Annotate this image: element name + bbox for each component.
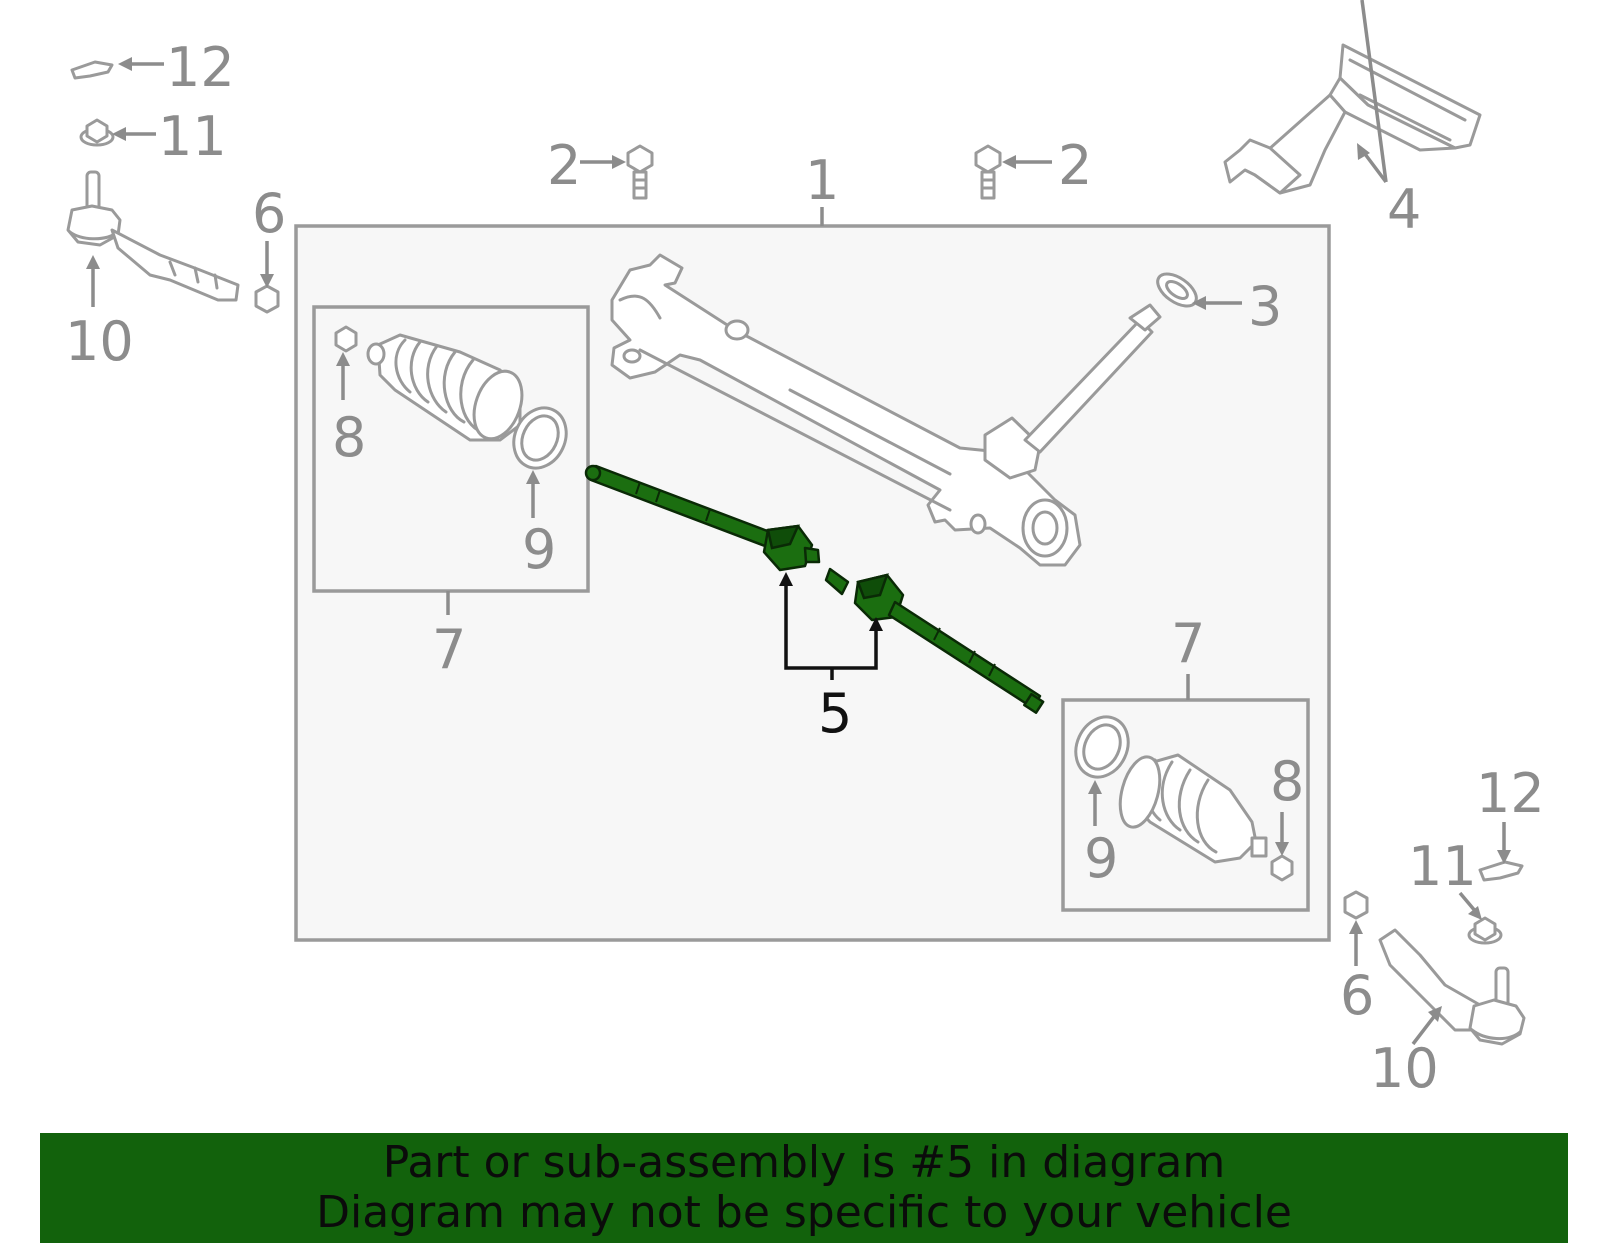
callout-11-left[interactable]: 11 xyxy=(158,105,227,168)
callout-5[interactable]: 5 xyxy=(818,682,852,745)
callout-4[interactable]: 4 xyxy=(1387,178,1421,241)
clamp-ring-right[interactable] xyxy=(1066,708,1138,785)
tie-rod-end-left[interactable] xyxy=(66,170,240,302)
boot-right[interactable] xyxy=(1113,753,1268,864)
callout-6-right[interactable]: 6 xyxy=(1340,964,1374,1027)
callout-2-right[interactable]: 2 xyxy=(1058,134,1092,197)
info-banner: Part or sub-assembly is #5 in diagram Di… xyxy=(40,1133,1568,1243)
steering-rack[interactable] xyxy=(610,253,1162,567)
callout-7-left[interactable]: 7 xyxy=(432,618,466,681)
bolt-left[interactable] xyxy=(626,144,654,200)
inner-tie-rod-left[interactable] xyxy=(584,464,821,572)
callout-8-left[interactable]: 8 xyxy=(332,406,366,469)
inner-tie-rod-right[interactable] xyxy=(824,567,1045,714)
shaft-cover[interactable] xyxy=(1223,43,1482,195)
callout-10-left[interactable]: 10 xyxy=(65,310,134,373)
cotter-pin-right[interactable] xyxy=(1478,860,1524,882)
callout-1[interactable]: 1 xyxy=(805,149,839,212)
nut-6-right[interactable] xyxy=(1343,890,1369,920)
nut-11-left[interactable] xyxy=(79,118,115,147)
callout-9-right[interactable]: 9 xyxy=(1084,827,1118,890)
boot-left[interactable] xyxy=(366,333,531,445)
callout-10-right[interactable]: 10 xyxy=(1370,1037,1439,1100)
callout-12-left[interactable]: 12 xyxy=(166,36,235,99)
banner-line-2: Diagram may not be specific to your vehi… xyxy=(316,1187,1292,1238)
bolt-right[interactable] xyxy=(974,144,1002,200)
callout-3[interactable]: 3 xyxy=(1248,275,1282,338)
clamp-ring-left[interactable] xyxy=(504,399,576,476)
banner-line-1: Part or sub-assembly is #5 in diagram xyxy=(382,1137,1226,1188)
nut-6-left[interactable] xyxy=(254,284,280,314)
callout-9-left[interactable]: 9 xyxy=(522,518,556,581)
clamp-small-left[interactable] xyxy=(334,325,358,353)
callout-7-right[interactable]: 7 xyxy=(1171,612,1205,675)
callout-6-left[interactable]: 6 xyxy=(252,182,286,245)
callout-12-right[interactable]: 12 xyxy=(1476,762,1545,825)
cotter-pin-left[interactable] xyxy=(70,60,114,80)
clamp-small-right[interactable] xyxy=(1270,854,1294,882)
callout-11-right[interactable]: 11 xyxy=(1408,835,1477,898)
callout-8-right[interactable]: 8 xyxy=(1270,750,1304,813)
seal[interactable] xyxy=(1152,268,1202,313)
nut-11-right[interactable] xyxy=(1467,916,1503,945)
callout-2-left[interactable]: 2 xyxy=(547,134,581,197)
tie-rod-end-right[interactable] xyxy=(1378,928,1526,1046)
